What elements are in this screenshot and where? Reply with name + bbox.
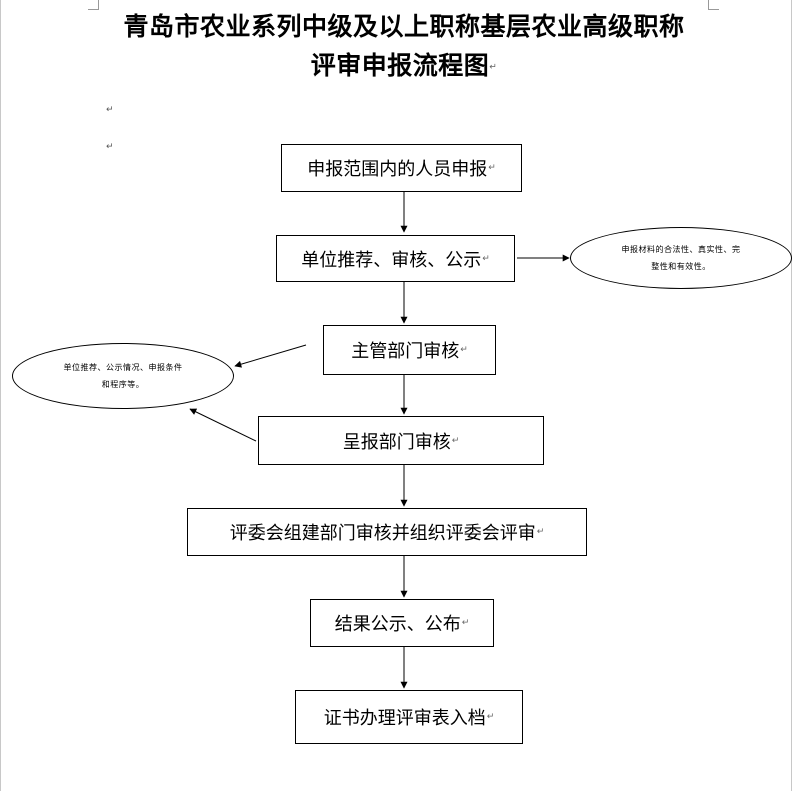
note-ellipse-right: 申报材料的合法性、真实性、完 整性和有效性。	[570, 227, 792, 289]
paragraph-mark: ↵	[451, 435, 460, 446]
paragraph-mark: ↵	[461, 618, 470, 628]
document-title-line-1: 青岛市农业系列中级及以上职称基层农业高级职称	[8, 12, 792, 42]
flow-step-label: 单位推荐、审核、公示	[301, 249, 482, 271]
flow-step-label: 证书办理评审表入档	[323, 708, 486, 729]
flow-step-7: 证书办理评审表入档↵	[295, 690, 523, 744]
margin-corner-mark-right	[708, 0, 719, 10]
paragraph-mark: ↵	[486, 712, 495, 722]
document-title-line-2: 评审申报流程图↵	[8, 51, 792, 83]
title-text-2: 评审申报流程图	[310, 51, 490, 80]
flow-step-1: 申报范围内的人员申报↵	[281, 144, 522, 192]
arrow-step3-to-note-left	[234, 344, 307, 368]
empty-paragraph-mark: ↵	[106, 105, 114, 115]
note-right-line-1: 申报材料的合法性、真实性、完	[621, 245, 741, 254]
arrow-step4-to-note-left	[189, 408, 257, 442]
paragraph-mark: ↵	[489, 62, 498, 73]
note-right-line-2: 整性和有效性。	[651, 262, 711, 271]
flow-step-label: 申报范围内的人员申报	[307, 159, 488, 180]
flow-step-5: 评委会组建部门审核并组织评委会评审↵	[187, 508, 587, 556]
title-text-1: 青岛市农业系列中级及以上职称基层农业高级职称	[123, 12, 685, 41]
flow-step-label: 呈报部门审核	[342, 431, 451, 453]
paragraph-mark: ↵	[536, 527, 545, 537]
paragraph-mark: ↵	[460, 345, 468, 355]
flow-step-6: 结果公示、公布↵	[310, 599, 494, 647]
flow-step-2: 单位推荐、审核、公示↵	[276, 235, 515, 282]
note-left-line-2: 和程序等。	[101, 380, 145, 389]
paragraph-mark: ↵	[482, 253, 490, 264]
flow-step-4: 呈报部门审核↵	[258, 416, 544, 465]
margin-corner-mark-left	[88, 0, 99, 10]
flow-step-label: 评委会组建部门审核并组织评委会评审	[229, 523, 536, 544]
flow-step-label: 主管部门审核	[351, 341, 460, 362]
page-left-edge	[0, 0, 1, 791]
empty-paragraph-mark: ↵	[106, 142, 114, 152]
note-left-line-1: 单位推荐、公示情况、申报条件	[63, 363, 183, 372]
note-ellipse-left: 单位推荐、公示情况、申报条件 和程序等。	[12, 343, 234, 409]
flow-step-label: 结果公示、公布	[334, 614, 461, 635]
flow-step-3: 主管部门审核↵	[323, 325, 496, 375]
paragraph-mark: ↵	[488, 163, 496, 173]
